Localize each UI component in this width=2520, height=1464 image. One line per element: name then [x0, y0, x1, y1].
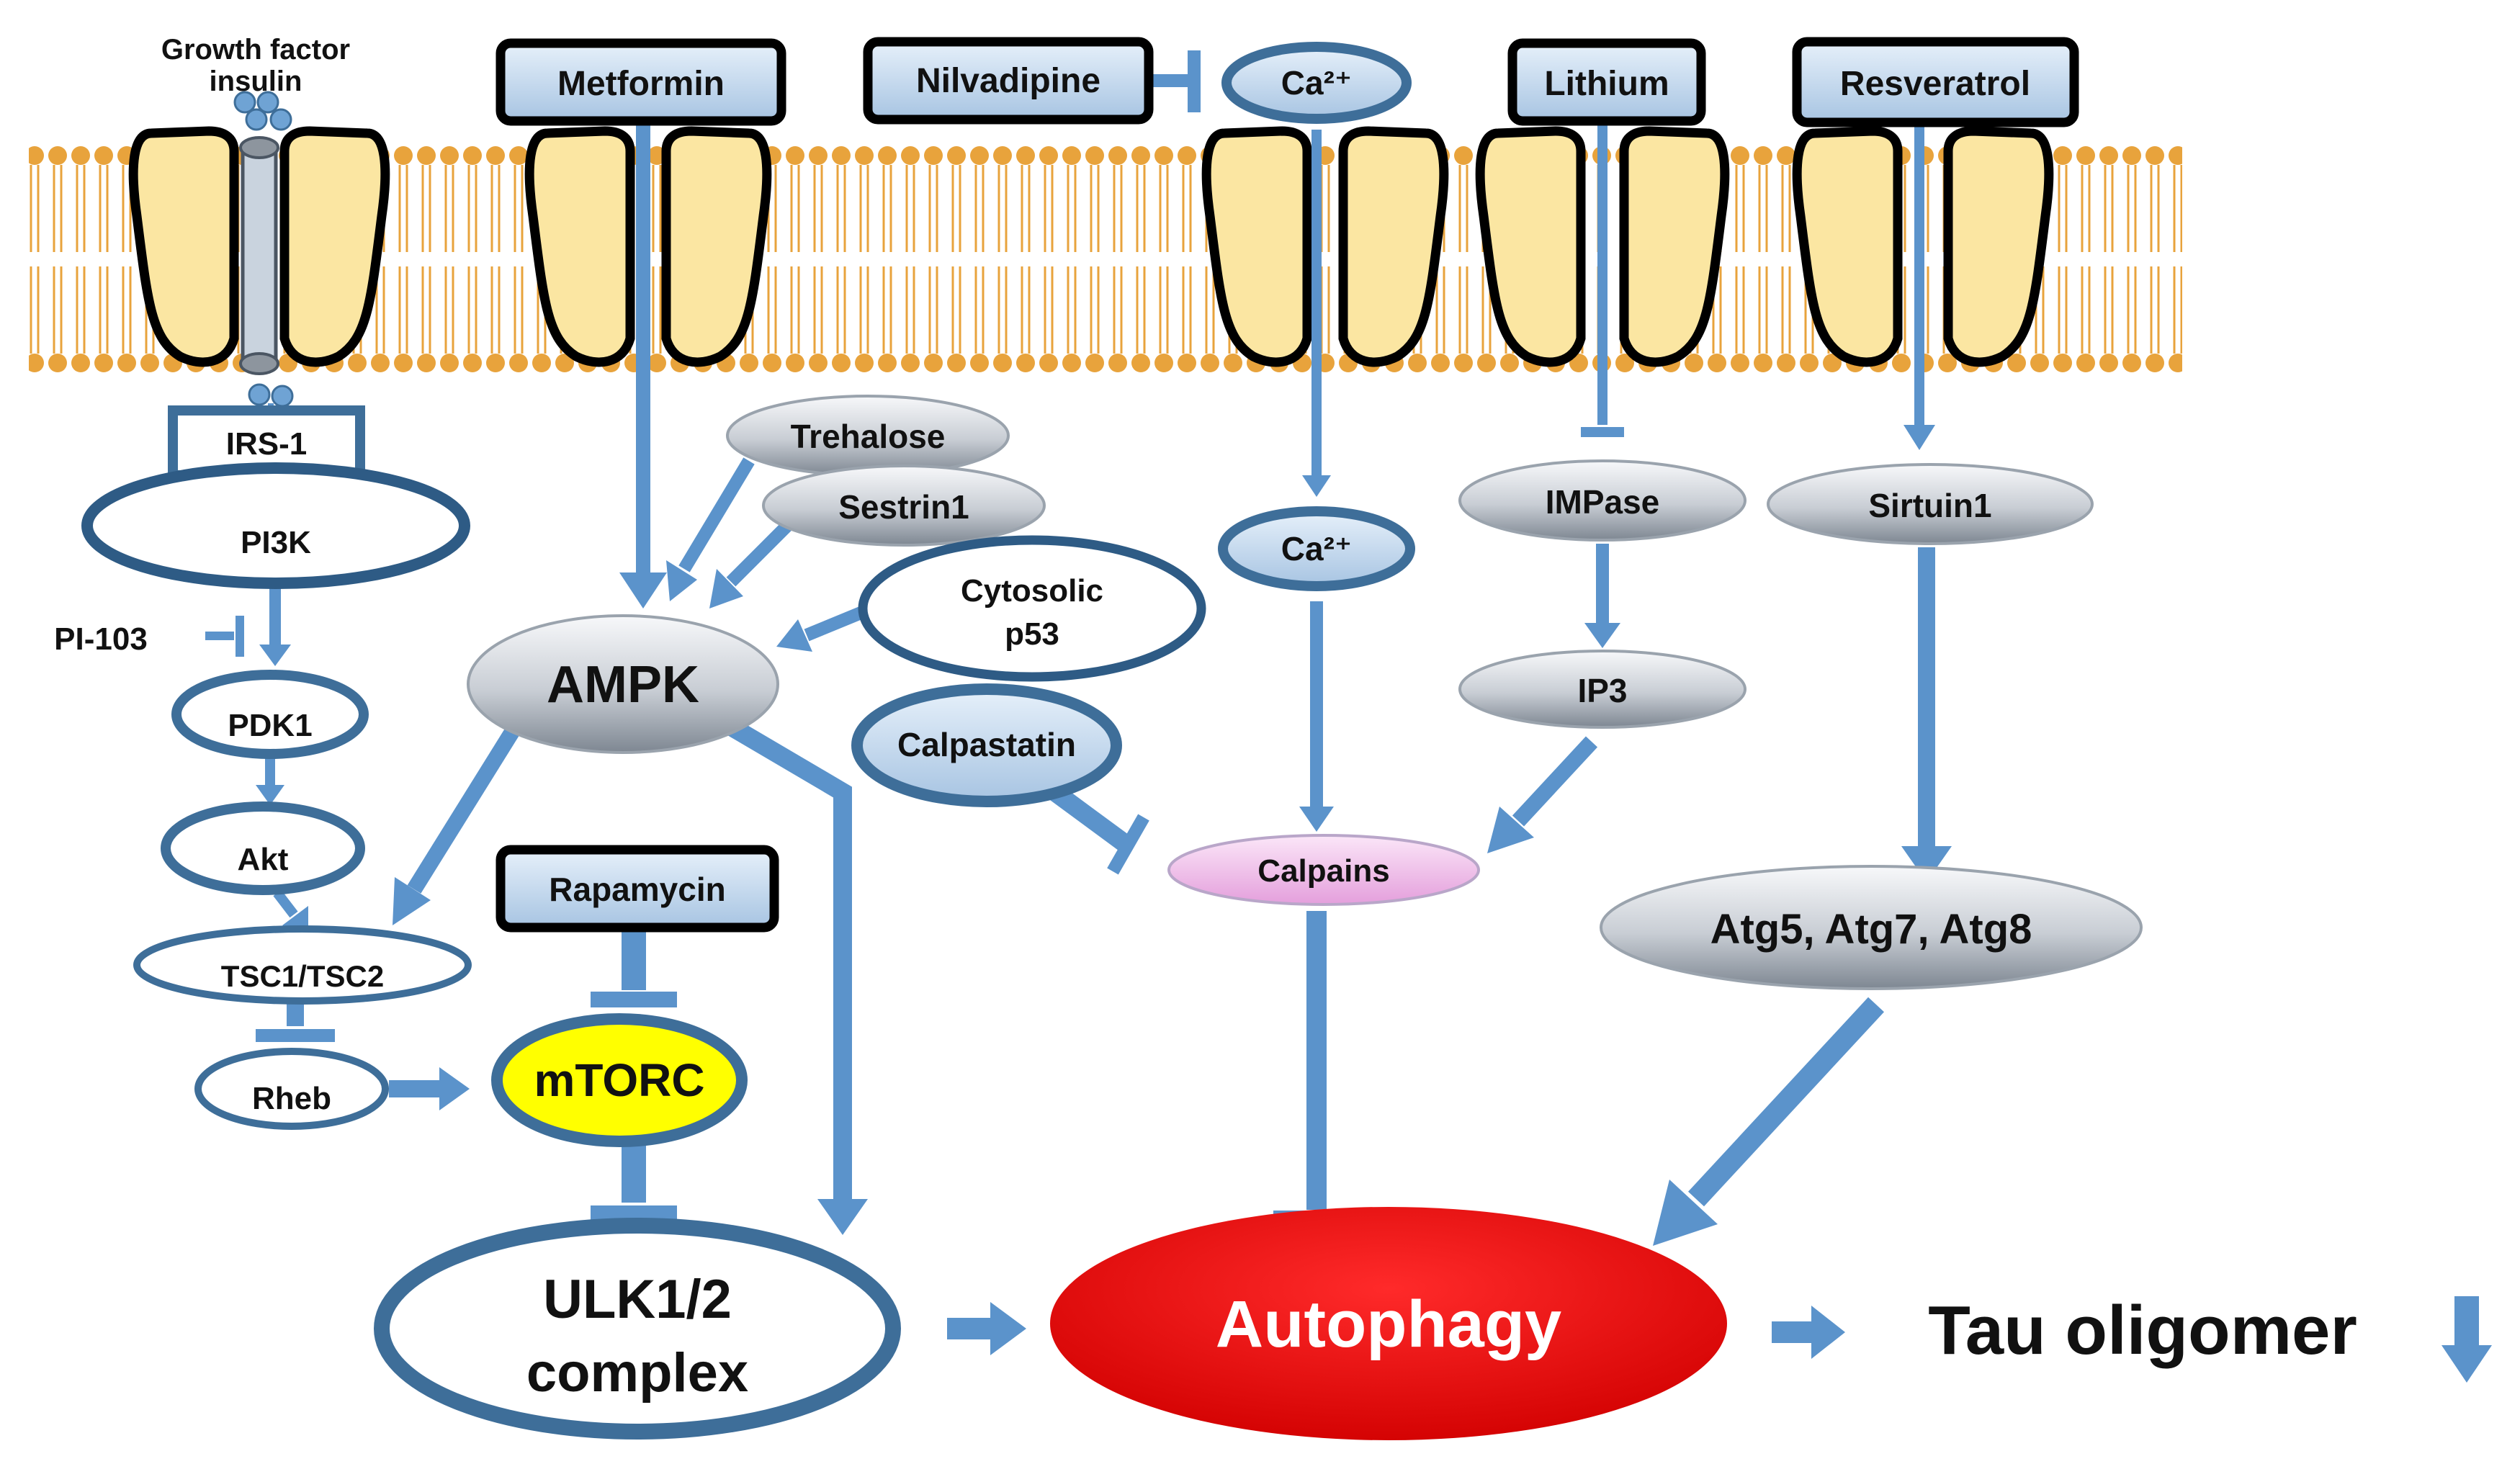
- node-ampk: AMPK: [467, 614, 779, 754]
- ligand-label-line2: insulin: [210, 66, 302, 97]
- channel-lithium: [1475, 126, 1730, 367]
- resveratrol-label: Resveratrol: [1840, 65, 2030, 103]
- drug-box-lithium: Lithium: [1507, 38, 1706, 126]
- node-calpastatin: Calpastatin: [851, 683, 1122, 807]
- node-autophagy: Autophagy: [1050, 1207, 1727, 1440]
- ulk-label-line1: ULK1/2: [543, 1269, 732, 1330]
- channel-metformin: [524, 126, 772, 367]
- tsc-label: TSC1/TSC2: [221, 959, 384, 993]
- pdk1-label: PDK1: [228, 708, 312, 743]
- autophagy-label: Autophagy: [1216, 1288, 1561, 1361]
- node-calpains: Calpains: [1167, 834, 1480, 906]
- lithium-label: Lithium: [1544, 65, 1669, 103]
- metformin-label: Metformin: [557, 65, 725, 103]
- node-ca-top: Ca²⁺: [1221, 42, 1412, 124]
- pi103-label: PI-103: [54, 621, 148, 657]
- node-ca-mid: Ca²⁺: [1218, 506, 1415, 591]
- node-ulk-complex: ULK1/2 complex: [374, 1218, 901, 1440]
- node-ip3: IP3: [1458, 650, 1746, 729]
- trehalose-label: Trehalose: [791, 418, 946, 455]
- channel-calcium: [1201, 126, 1449, 367]
- node-pi3k: PI3K: [81, 462, 470, 589]
- drug-box-metformin: Metformin: [496, 38, 786, 126]
- rheb-label: Rheb: [252, 1081, 331, 1116]
- node-impase: IMPase: [1458, 459, 1746, 542]
- node-trehalose: Trehalose: [726, 395, 1010, 477]
- atg-label: Atg5, Atg7, Atg8: [1710, 906, 2032, 953]
- channel-resveratrol: [1792, 126, 2054, 367]
- node-akt: Akt: [161, 801, 365, 895]
- nilvadipine-label: Nilvadipine: [916, 62, 1100, 100]
- ip3-label: IP3: [1577, 672, 1627, 709]
- connectors: [205, 50, 2492, 1383]
- node-rheb: Rheb: [194, 1048, 389, 1130]
- p53-label-line1: Cytosolic: [961, 573, 1103, 608]
- tau-oligomer-label: Tau oligomer: [1928, 1292, 2357, 1369]
- sestrin1-label: Sestrin1: [838, 488, 969, 526]
- rapamycin-label: Rapamycin: [549, 871, 725, 908]
- irs1-label: IRS-1: [226, 426, 307, 462]
- node-atg: Atg5, Atg7, Atg8: [1600, 865, 2143, 990]
- drug-box-resveratrol: Resveratrol: [1792, 37, 2079, 127]
- ligand-dots: [233, 91, 294, 408]
- impase-label: IMPase: [1546, 483, 1660, 521]
- node-cytosolic-p53: Cytosolic p53: [858, 535, 1206, 682]
- ligand-label-line1: Growth factor: [161, 34, 350, 66]
- pi3k-label: PI3K: [241, 525, 311, 560]
- node-pdk1: PDK1: [171, 670, 369, 759]
- ampk-label: AMPK: [547, 656, 699, 714]
- ca-mid-label: Ca²⁺: [1281, 530, 1352, 567]
- ulk-label-line2: complex: [526, 1342, 748, 1404]
- drug-box-nilvadipine: Nilvadipine: [863, 37, 1154, 125]
- ca-top-label: Ca²⁺: [1281, 64, 1352, 102]
- calpains-label: Calpains: [1257, 853, 1389, 889]
- sirtuin1-label: Sirtuin1: [1868, 487, 1991, 524]
- node-sirtuin1: Sirtuin1: [1767, 463, 2094, 545]
- node-mtorc: mTORC: [491, 1013, 748, 1147]
- receptor-growth-factor: [128, 126, 390, 375]
- akt-label: Akt: [238, 842, 289, 877]
- p53-label-line2: p53: [1005, 616, 1059, 652]
- node-sestrin1: Sestrin1: [762, 464, 1046, 547]
- drug-box-rapamycin: Rapamycin: [496, 845, 779, 933]
- node-tsc: TSC1/TSC2: [133, 925, 472, 1005]
- mtorc-label: mTORC: [534, 1054, 704, 1106]
- calpastatin-label: Calpastatin: [897, 726, 1076, 763]
